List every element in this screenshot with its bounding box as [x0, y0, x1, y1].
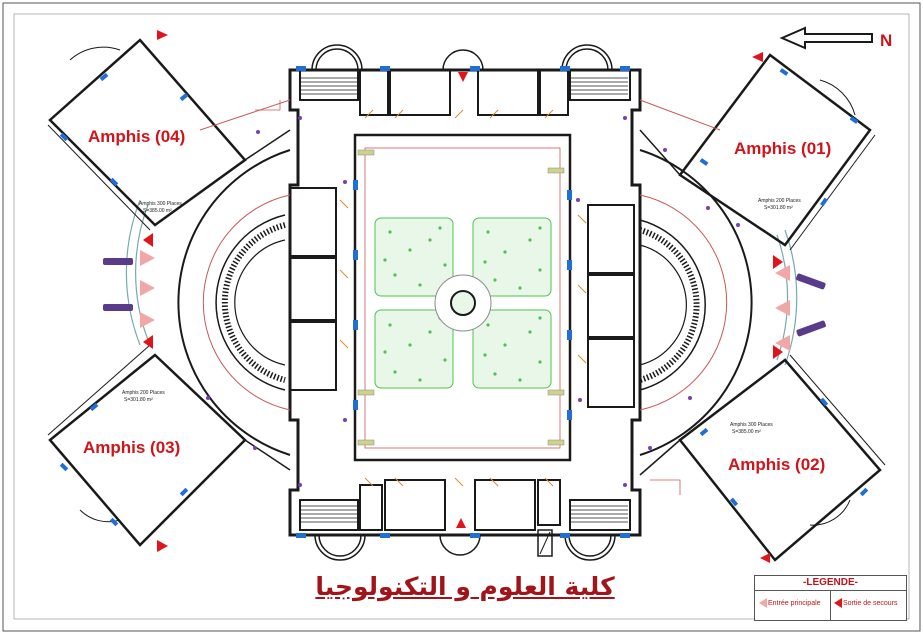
amphi-01-area: S=301.80 m² [764, 205, 793, 211]
stair-towers [311, 44, 616, 561]
amphi-04-wing [47, 38, 247, 231]
amphi-03-places: Amphis 200 Places [122, 390, 165, 396]
amphis-02-label: Amphis (02) [728, 455, 826, 474]
amphi-01-places: Amphis 200 Places [758, 198, 801, 204]
bottom-rooms [299, 479, 631, 531]
benches [357, 149, 565, 446]
faculty-title: كلية العلوم و التكنولوجيا [315, 572, 615, 601]
legend-title: -LEGENDE- [803, 577, 858, 588]
left-rooms [289, 187, 337, 391]
right-hall [639, 149, 753, 456]
entrance-markers [143, 30, 783, 563]
main-building [288, 68, 642, 537]
amphi-03-wing [47, 344, 247, 547]
amphi-02-places: Amphis 300 Places [730, 422, 773, 428]
emergency-exit-icon [834, 598, 842, 608]
amphi-01-wing [678, 53, 876, 251]
connectors [199, 99, 721, 476]
entrance-gate [537, 529, 553, 557]
amphi-02-wing [678, 354, 886, 562]
amphi-02-area: S=385.00 m² [732, 429, 761, 435]
top-rooms [299, 69, 631, 116]
amphis-01-label: Amphis (01) [734, 139, 832, 158]
left-hall [177, 149, 291, 456]
doors [339, 109, 587, 487]
markers [206, 116, 740, 487]
courtyard [353, 133, 572, 462]
garden [374, 217, 552, 389]
amphis-04-label: Amphis (04) [88, 127, 186, 146]
amphi-04-places: Amphis 300 Places [139, 201, 182, 207]
amphi-03-area: S=301.80 m² [124, 397, 153, 403]
legend: -LEGENDE- Entrée principale Sortie de se… [754, 575, 907, 621]
legend-emergency-exit: Sortie de secours [843, 600, 898, 607]
windows [59, 66, 869, 538]
right-rooms [587, 204, 635, 408]
north-arrow [779, 26, 873, 50]
main-entrance-markers [140, 250, 790, 351]
legend-main-entrance: Entrée principale [768, 600, 821, 607]
north-label: N [880, 31, 893, 50]
amphis-03-label: Amphis (03) [83, 438, 181, 457]
amphi-04-area: S=385.00 m² [143, 208, 172, 214]
main-entrance-icon [759, 598, 767, 608]
garden-dots [383, 226, 542, 382]
side-columns [103, 258, 826, 337]
